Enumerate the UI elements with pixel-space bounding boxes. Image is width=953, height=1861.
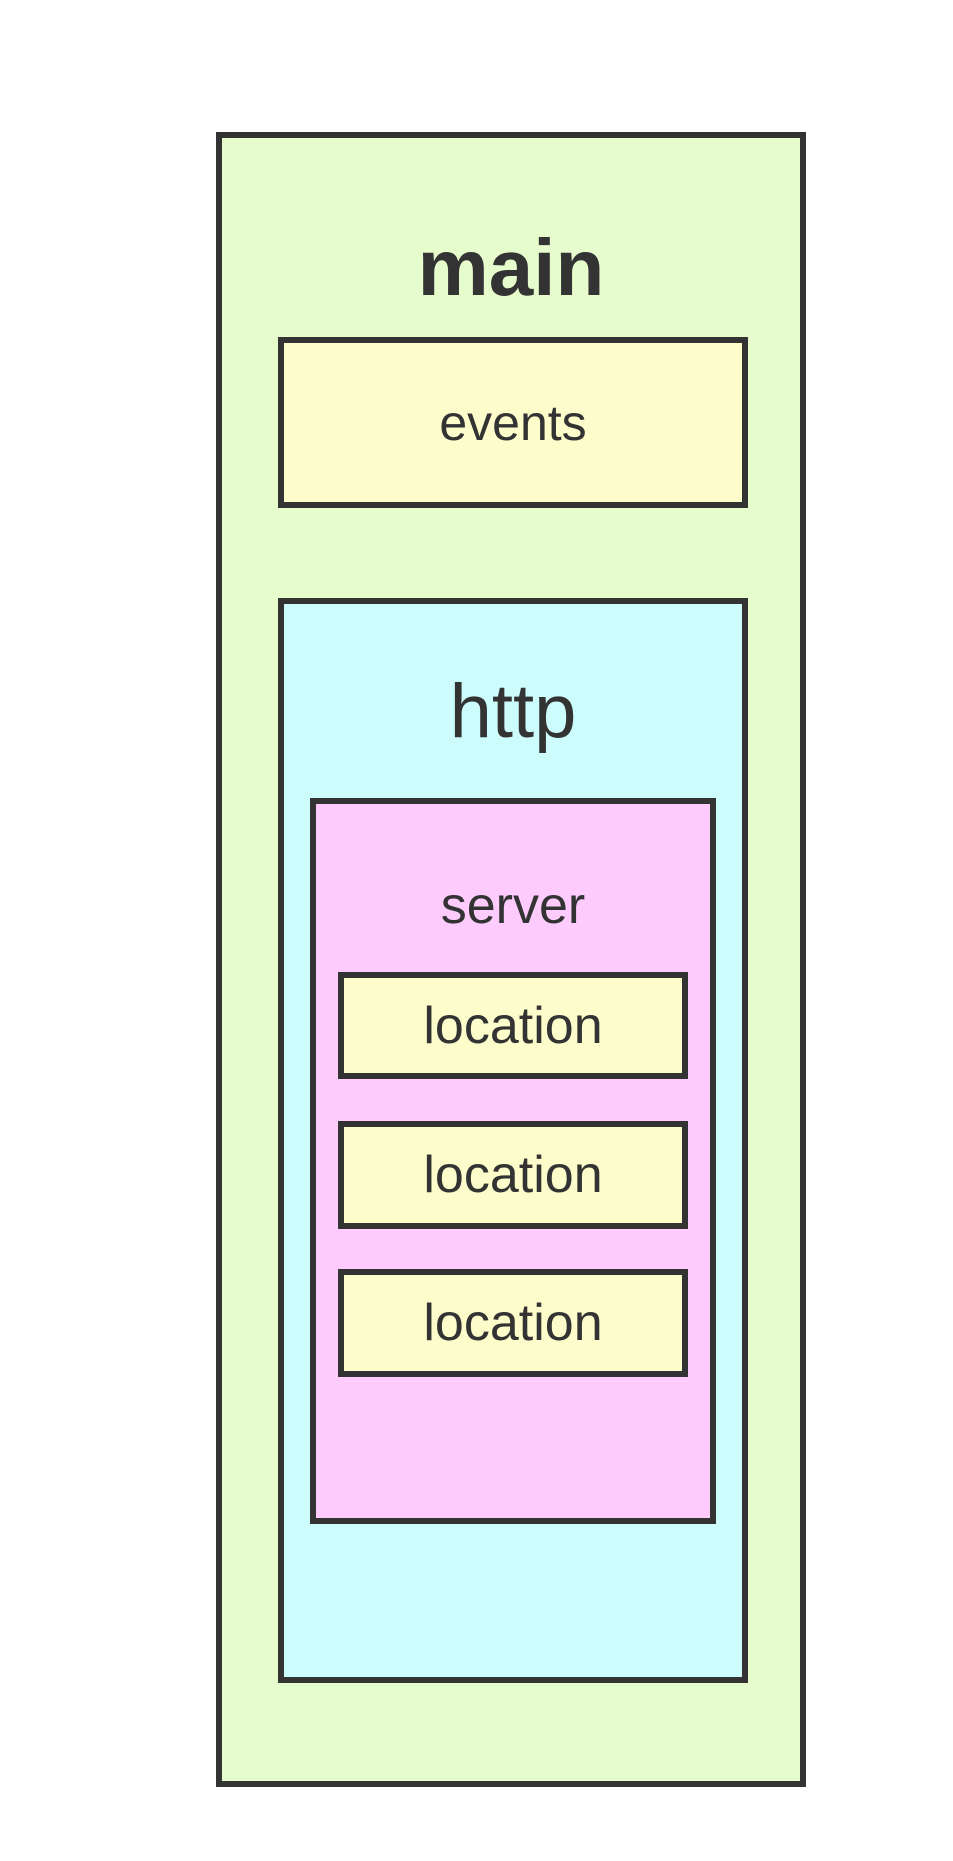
location-block: location [338, 972, 688, 1079]
location-label: location [423, 996, 603, 1055]
events-block: events [278, 337, 748, 508]
events-label: events [439, 394, 587, 451]
location-block: location [338, 1121, 688, 1229]
location-label: location [423, 1146, 603, 1204]
main-label: main [417, 223, 605, 312]
http-label: http [449, 669, 577, 754]
server-label: server [440, 877, 586, 935]
location-label: location [423, 1294, 603, 1352]
location-block: location [338, 1269, 688, 1377]
